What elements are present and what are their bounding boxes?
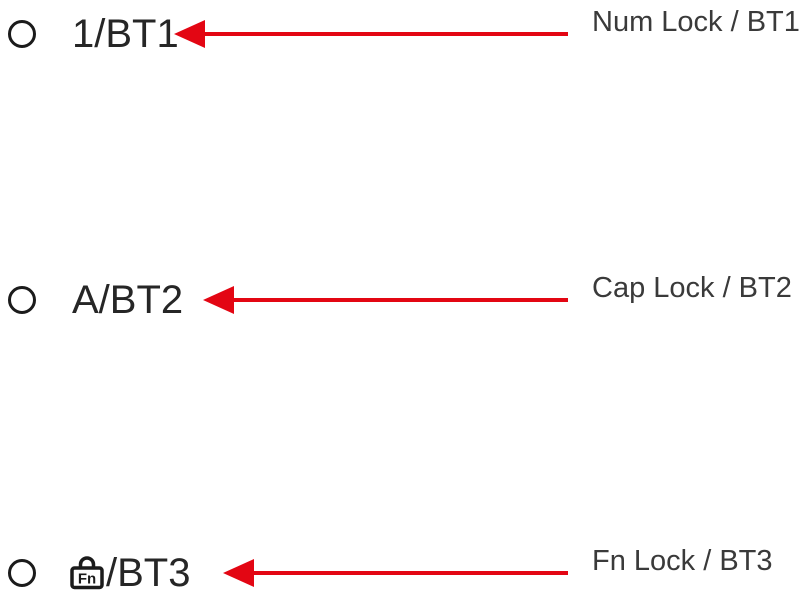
- callout-label: Cap Lock / BT2: [592, 272, 792, 304]
- lock-shackle: [78, 556, 96, 570]
- arrow-line: [249, 571, 568, 575]
- arrow-line: [200, 32, 568, 36]
- arrow-head-icon: [223, 559, 254, 587]
- led-indicator-circle: [8, 559, 36, 587]
- led-indicator-circle: [8, 20, 36, 48]
- indicator-label-text: /BT3: [106, 551, 191, 595]
- led-indicator-circle: [8, 286, 36, 314]
- indicator-label-text: A/BT2: [72, 278, 184, 322]
- indicator-label: Fn /BT3: [70, 549, 190, 597]
- arrow-head-icon: [203, 286, 234, 314]
- callout-label: Fn Lock / BT3: [592, 545, 773, 577]
- indicator-label: A/BT2: [72, 276, 183, 324]
- arrow-line: [229, 298, 568, 302]
- arrow-head-icon: [174, 20, 205, 48]
- fn-lock-icon-label: Fn: [78, 571, 96, 588]
- indicator-label-text: 1/BT1: [72, 12, 179, 56]
- fn-lock-icon: Fn: [70, 556, 104, 590]
- callout-label: Num Lock / BT1: [592, 6, 800, 38]
- lock-body: [70, 566, 104, 590]
- indicator-label: 1/BT1: [72, 10, 179, 58]
